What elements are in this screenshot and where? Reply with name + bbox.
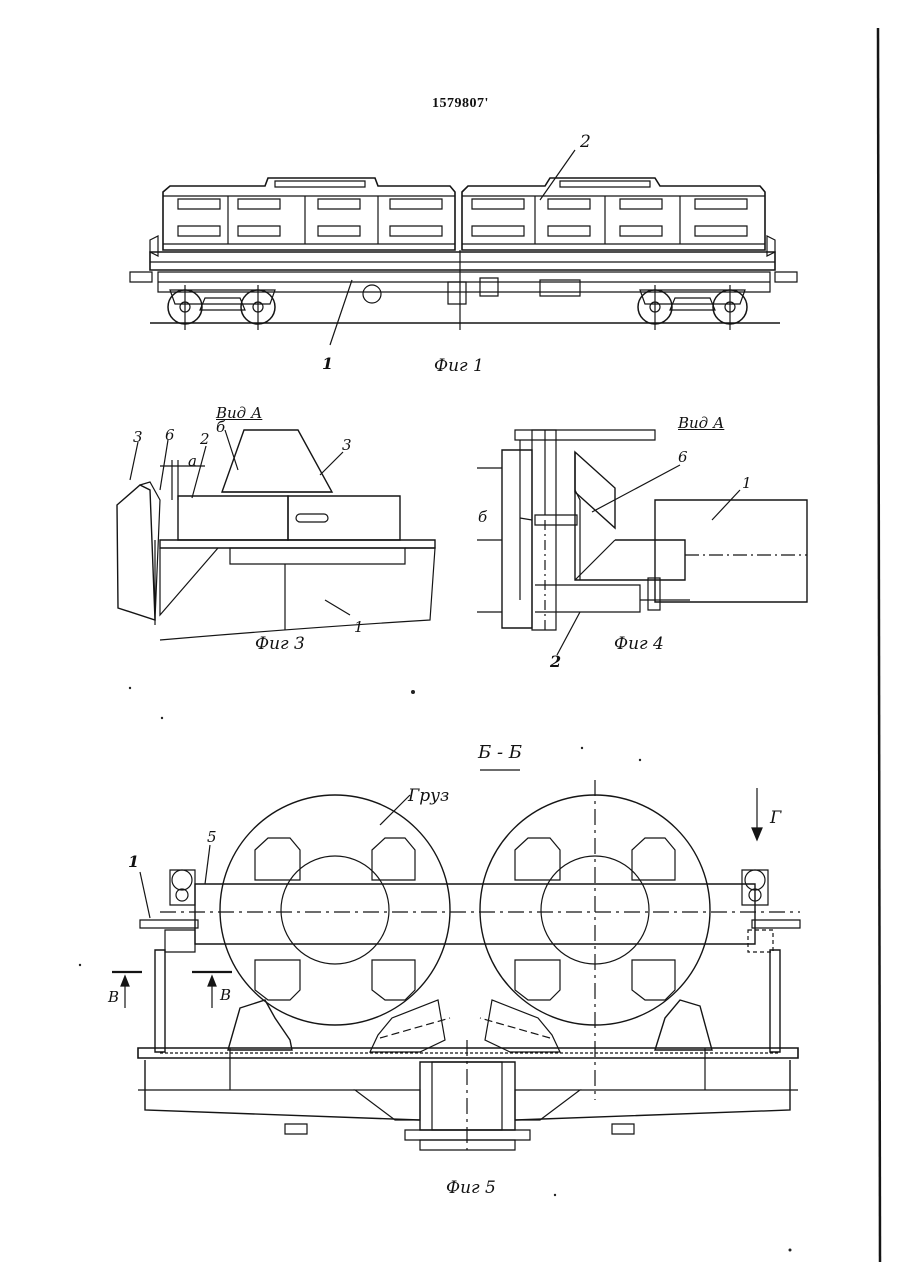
fig4-detail (477, 430, 807, 655)
container-right (462, 178, 765, 250)
fig5-label-5: 5 (207, 828, 217, 846)
fig1-wagon (130, 150, 797, 345)
fig5-label-B-right: В (220, 986, 231, 1004)
fig4-view-label: Вид А (678, 414, 724, 432)
fig4-label-b: б (478, 508, 487, 526)
fig1-label-2: 2 (580, 132, 591, 152)
leader-2 (540, 150, 575, 200)
patent-number-value: 1579807 (432, 96, 485, 111)
patent-number-mark: ' (485, 96, 489, 111)
fig3-label-1: 1 (354, 618, 364, 636)
fig5-caption: Фиг 5 (446, 1178, 496, 1198)
fig4-label-2: 2 (550, 652, 561, 671)
fig5-cargo-label: Груз (408, 786, 449, 806)
fig5-section-label: Б - Б (478, 742, 522, 763)
fig5-label-G: Г (770, 808, 781, 828)
patent-number: 1579807' (432, 96, 489, 112)
fig3-label-b: б (216, 418, 225, 436)
leader-1 (330, 280, 352, 345)
fig4-label-6: 6 (678, 448, 688, 466)
sheet-edge-line (878, 28, 880, 1262)
fig4-caption: Фиг 4 (614, 634, 664, 654)
fig4-label-1: 1 (742, 474, 752, 492)
container-left (163, 178, 455, 250)
fig3-label-2: 2 (200, 430, 210, 448)
fig5-label-B-left: В (108, 988, 119, 1006)
fig1-caption: Фиг 1 (434, 356, 484, 376)
scan-specks (79, 687, 792, 1252)
fig5-section (112, 770, 800, 1150)
fig3-caption: Фиг 3 (255, 634, 305, 654)
coil-left (220, 795, 450, 1025)
fig3-label-3: 3 (133, 428, 143, 446)
fig3-label-3b: 3 (342, 436, 352, 454)
fig1-label-1: 1 (322, 354, 333, 373)
fig3-label-a: а (188, 452, 197, 470)
fig3-label-6: 6 (165, 426, 175, 444)
fig3-detail (117, 430, 435, 640)
fig5-label-1: 1 (128, 852, 139, 871)
